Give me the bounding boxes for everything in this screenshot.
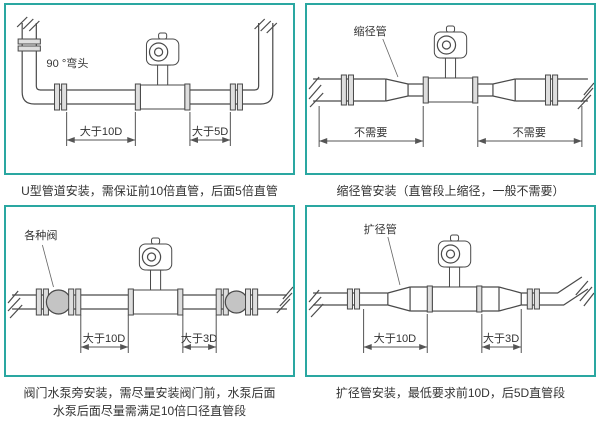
- caption-expander: 扩径管安装，最低要求前10D，后5D直管段: [305, 377, 596, 407]
- dim-label: 大于10D: [374, 331, 417, 345]
- dim-label: 大于3D: [181, 331, 217, 345]
- cell-valve-pump: 各种阀 大于10D 大于3: [4, 205, 295, 425]
- dimension-upstream: 不需要: [318, 106, 424, 147]
- dim-label: 大于5D: [192, 124, 228, 138]
- dimension-upstream: 大于10D: [363, 309, 428, 353]
- u-pipe-drawing: [16, 16, 278, 111]
- dimension-upstream: 大于10D: [80, 315, 129, 353]
- dim-label: 不需要: [354, 126, 387, 139]
- flowmeter: [127, 237, 184, 316]
- dimension-downstream: 大于5D: [189, 112, 231, 146]
- expander-diagram: 扩径管 大于10D 大于3: [308, 222, 594, 353]
- dim-label: 大于10D: [80, 124, 123, 138]
- dimension-downstream: 大于3D: [481, 309, 522, 353]
- caption-line: 水泵后面尽量需满足10倍口径直管段: [52, 404, 247, 418]
- panel-expander: 扩径管 大于10D 大于3: [305, 205, 596, 377]
- dim-label: 大于10D: [83, 331, 126, 345]
- cell-u-pipe: 90 °弯头 大于10D: [4, 3, 295, 205]
- cell-expander: 扩径管 大于10D 大于3: [305, 205, 596, 425]
- pump-body: [224, 290, 249, 314]
- callout-expander: 扩径管: [364, 222, 397, 236]
- dimension-upstream: 大于10D: [66, 112, 136, 146]
- valve: [35, 288, 82, 316]
- callout-elbow: 90 °弯头: [46, 56, 88, 70]
- top-row: 90 °弯头 大于10D: [4, 3, 596, 205]
- caption-line: U型管道安装，需保证前10倍直管，后面5倍直管: [21, 184, 278, 198]
- dimension-downstream: 不需要: [477, 106, 583, 147]
- panel-valve-pump: 各种阀 大于10D 大于3: [4, 205, 295, 377]
- dim-label: 不需要: [513, 126, 546, 139]
- caption-line: 阀门水泵旁安装，需尽量安装阀门前，水泵后面: [23, 386, 276, 400]
- valve-body: [45, 289, 72, 315]
- flowmeter: [422, 25, 479, 104]
- panel-u-pipe: 90 °弯头 大于10D: [4, 3, 295, 175]
- caption-line: 扩径管安装，最低要求前10D，后5D直管段: [335, 386, 566, 400]
- cell-reducer: 缩径管 不需要 不需要: [305, 3, 596, 205]
- dimension-downstream: 大于3D: [181, 315, 217, 353]
- reducer-diagram: 缩径管 不需要 不需要: [308, 24, 594, 147]
- bottom-row: 各种阀 大于10D 大于3: [4, 205, 596, 425]
- panel-reducer: 缩径管 不需要 不需要: [305, 3, 596, 175]
- valve-pump-diagram: 各种阀 大于10D 大于3: [7, 228, 293, 353]
- caption-reducer: 缩径管安装（直管段上缩径，一般不需要）: [305, 175, 596, 205]
- u-pipe-diagram: 90 °弯头 大于10D: [16, 16, 278, 146]
- flowmeter: [426, 234, 483, 313]
- expander-pipe-drawing: [308, 276, 594, 318]
- callout-leader: [382, 38, 399, 78]
- callout-valves: 各种阀: [24, 228, 57, 242]
- pump: [215, 288, 259, 316]
- flowmeter: [134, 32, 191, 111]
- caption-u-pipe: U型管道安装，需保证前10倍直管，后面5倍直管: [4, 175, 295, 205]
- callout-leader: [41, 244, 54, 288]
- callout-leader: [387, 236, 401, 286]
- dim-label: 大于3D: [483, 331, 519, 345]
- callout-reducer: 缩径管: [353, 24, 386, 38]
- caption-line: 缩径管安装（直管段上缩径，一般不需要）: [336, 184, 565, 198]
- caption-valve-pump: 阀门水泵旁安装，需尽量安装阀门前，水泵后面 水泵后面尽量需满足10倍口径直管段: [4, 377, 295, 425]
